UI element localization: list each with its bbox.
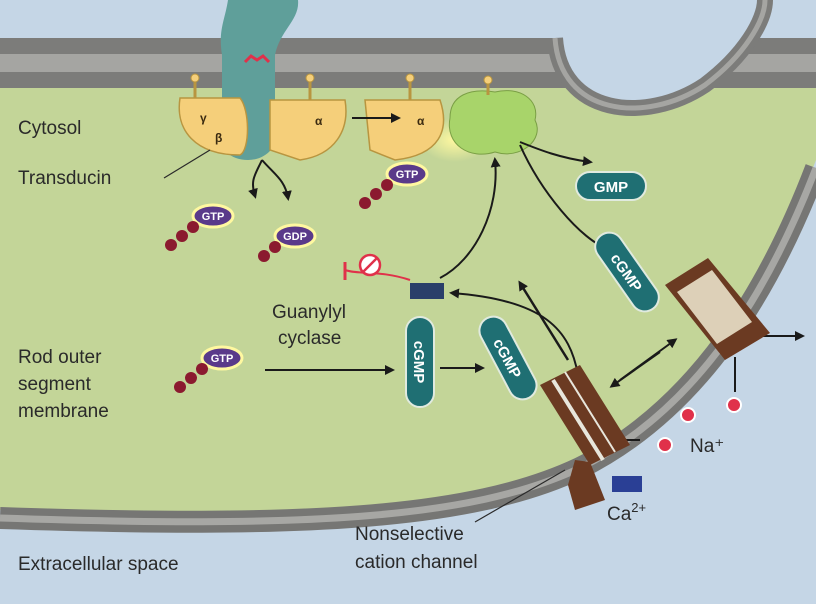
retinal-icon xyxy=(243,54,271,64)
activated-transducin-pde: α xyxy=(364,73,538,162)
rod-outer-membrane-inner xyxy=(0,166,816,526)
cgmp-pill-vertical: cGMP xyxy=(405,316,435,408)
gtp-label: GTP xyxy=(396,169,419,181)
gdp-label: GDP xyxy=(283,231,307,243)
rod-outer-label-line3: membrane xyxy=(18,401,109,422)
gmp-pill: GMP xyxy=(575,171,647,201)
channel-label-line1: Nonselective xyxy=(355,524,464,545)
calcium-label: Ca2+ xyxy=(607,500,646,525)
cation-channel xyxy=(540,365,630,510)
sodium-label: Na⁺ xyxy=(690,436,724,457)
guanylyl-cyclase xyxy=(410,283,444,299)
guanylyl-cyclase-label-line2: cyclase xyxy=(278,328,341,349)
guanylyl-cyclase-label-line1: Guanylyl xyxy=(272,302,346,323)
transducin-complex: γ β α xyxy=(178,73,347,161)
sodium-ion xyxy=(726,397,742,413)
gdp-molecule: GDP xyxy=(258,223,317,262)
gmp-label: GMP xyxy=(594,179,628,196)
alpha-subunit-label-right: α xyxy=(417,114,425,128)
pathway-arrows xyxy=(248,113,805,441)
calcium-ion xyxy=(612,476,642,492)
gtp-molecule-3: GTP xyxy=(174,345,244,393)
gtp-label: GTP xyxy=(211,353,234,365)
cgmp-gated-channel xyxy=(665,258,770,392)
sodium-ion xyxy=(657,437,673,453)
extracellular-label: Extracellular space xyxy=(18,554,179,575)
phosphodiesterase xyxy=(448,90,538,155)
transducin-label: Transducin xyxy=(18,168,111,189)
sodium-ion xyxy=(680,407,696,423)
alpha-subunit-label-left: α xyxy=(315,114,323,128)
cytosol-label: Cytosol xyxy=(18,118,81,139)
gtp-molecule-2: GTP xyxy=(359,161,429,209)
channel-label-line2: cation channel xyxy=(355,552,478,573)
inhibition-symbol xyxy=(343,253,411,281)
gtp-label: GTP xyxy=(202,211,225,223)
cgmp-label: cGMP xyxy=(410,341,427,384)
gtp-molecule-1: GTP xyxy=(165,203,235,251)
gamma-subunit-label: γ xyxy=(200,111,207,125)
beta-subunit-label: β xyxy=(215,131,222,145)
rod-outer-label-line1: Rod outer xyxy=(18,347,102,368)
rod-outer-label-line2: segment xyxy=(18,374,92,395)
